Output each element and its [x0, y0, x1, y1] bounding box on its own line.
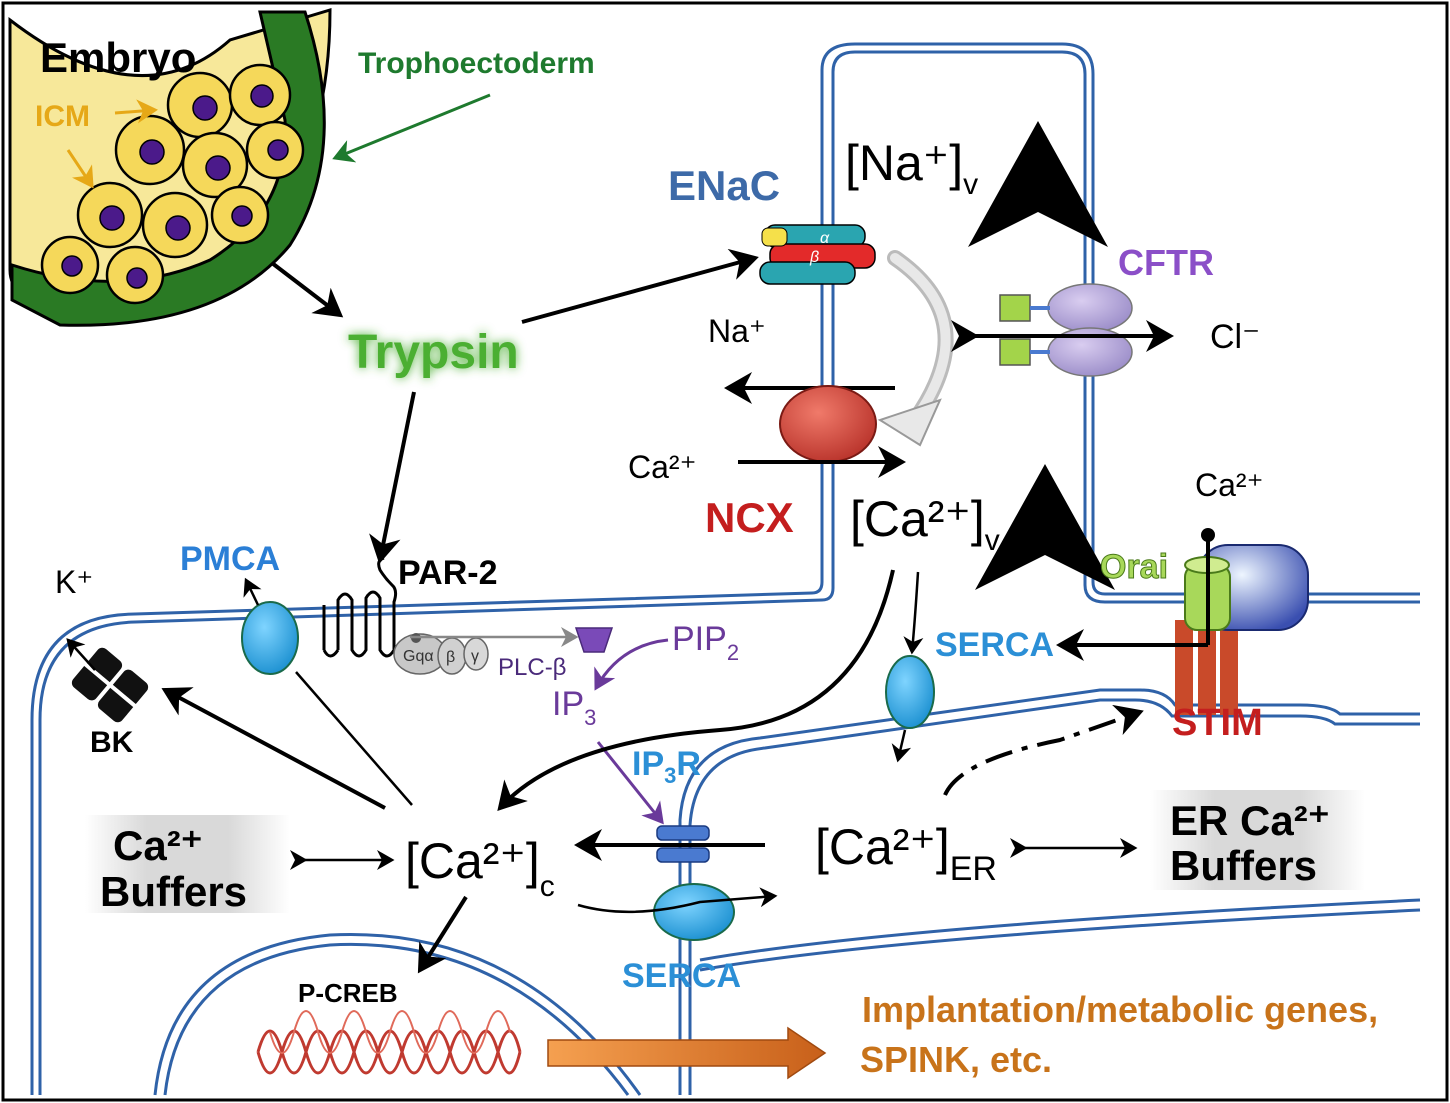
ca-buffers-line2: Buffers [100, 868, 247, 915]
ca-cytosol-label: [Ca²⁺]c [405, 833, 555, 903]
icm-pointer-arrow-1 [114, 99, 158, 124]
bk-channel-icon [70, 647, 150, 723]
ca-buffers-box [85, 815, 290, 913]
dna-helix-icon [256, 1010, 522, 1075]
gene-expression-arrow [547, 1026, 827, 1080]
plc-beta-icon [574, 627, 614, 653]
chloride-label: Cl⁻ [1210, 318, 1260, 356]
er-buffers-line1: ER Ca²⁺ [1170, 797, 1330, 844]
g-protein-icon: Gqα β γ [393, 633, 489, 675]
icm-label: ICM [35, 100, 90, 133]
pmca-pump-icon [241, 601, 299, 675]
cftr-channel-icon [999, 283, 1133, 377]
ip3-to-ip3r-arrow [596, 741, 664, 825]
er-to-stim-dashed-arrow [943, 704, 1144, 796]
embryo-illustration [8, 7, 332, 327]
g-beta-label: β [446, 649, 455, 666]
ca-er-label: [Ca²⁺]ER [815, 819, 997, 888]
sodium-label: Na⁺ [708, 313, 766, 349]
pcreb-label: P-CREB [298, 978, 398, 1008]
serca-bottom-pump-icon [653, 883, 735, 941]
cftr-label: CFTR [1118, 242, 1214, 283]
serca-top-pump-icon [885, 655, 935, 729]
ca-vesicle-to-serca-arrow [903, 571, 924, 655]
ip3-label: IP3 [552, 685, 596, 730]
ca-vesicle-label: [Ca²⁺]v [850, 491, 1000, 557]
serca-bottom-label: SERCA [622, 957, 741, 995]
trophoectoderm-label: Trophoectoderm [358, 47, 595, 80]
cytosol-to-pcreb-arrow [417, 895, 468, 974]
icm-pointer-arrow-2 [66, 149, 94, 189]
pmca-label: PMCA [180, 540, 280, 578]
pip2-label: PIP2 [672, 620, 739, 665]
er-buffers-box [1150, 790, 1365, 890]
enac-beta-label: β [809, 249, 819, 266]
embryo-to-trypsin-arrow [270, 261, 344, 318]
genes-line2: SPINK, etc. [860, 1039, 1052, 1080]
serca-top-label: SERCA [935, 626, 1054, 664]
ca-buffers-line1: Ca²⁺ [113, 822, 203, 869]
trypsin-to-enac-arrow [521, 248, 759, 324]
g-alpha-label: Gqα [403, 648, 434, 665]
pip2-to-ip3-arrow [594, 638, 669, 691]
orai-stim-complex-icon [1175, 544, 1309, 715]
na-vesicle-label: [Na⁺]v [845, 135, 978, 201]
potassium-label: K⁺ [55, 564, 93, 600]
enac-alpha-label: α [820, 230, 830, 247]
pmca-efflux-arrow [243, 577, 262, 606]
ip3r-label: IP3R [632, 745, 701, 788]
trophoectoderm-pointer-arrow [332, 93, 491, 163]
enac-label: ENaC [668, 162, 780, 209]
ip3r-channel-icon [656, 825, 710, 863]
serca-to-er-arrow [891, 729, 912, 763]
calcium-ncx-label: Ca²⁺ [628, 449, 696, 485]
bk-efflux-arrow [66, 638, 96, 671]
ca-vesicle-to-cytosol-arrow [497, 569, 895, 811]
ncx-label: NCX [705, 494, 794, 541]
stim-label: STIM [1172, 702, 1263, 744]
par2-receptor-icon [322, 556, 398, 658]
cytosol-to-pmca-line [295, 671, 413, 806]
embryo-label: Embryo [40, 34, 196, 81]
genes-line1: Implantation/metabolic genes, [862, 989, 1378, 1030]
enac-channel-icon: α β [759, 224, 876, 285]
cytosol-to-bk-arrow [161, 687, 386, 810]
er-buffers-line2: Buffers [1170, 842, 1317, 889]
g-gamma-label: γ [471, 648, 479, 665]
calcium-orai-label: Ca²⁺ [1195, 467, 1263, 503]
trypsin-to-par2-arrow [369, 391, 416, 564]
plc-beta-label: PLC-β [498, 654, 566, 681]
orai-label: Orai [1100, 548, 1168, 586]
trypsin-label: Trypsin [348, 326, 519, 379]
cytosol-to-er-arrow [577, 887, 778, 914]
par2-label: PAR-2 [398, 554, 498, 592]
ncx-transporter-icon [779, 385, 877, 463]
bk-label: BK [90, 726, 134, 759]
